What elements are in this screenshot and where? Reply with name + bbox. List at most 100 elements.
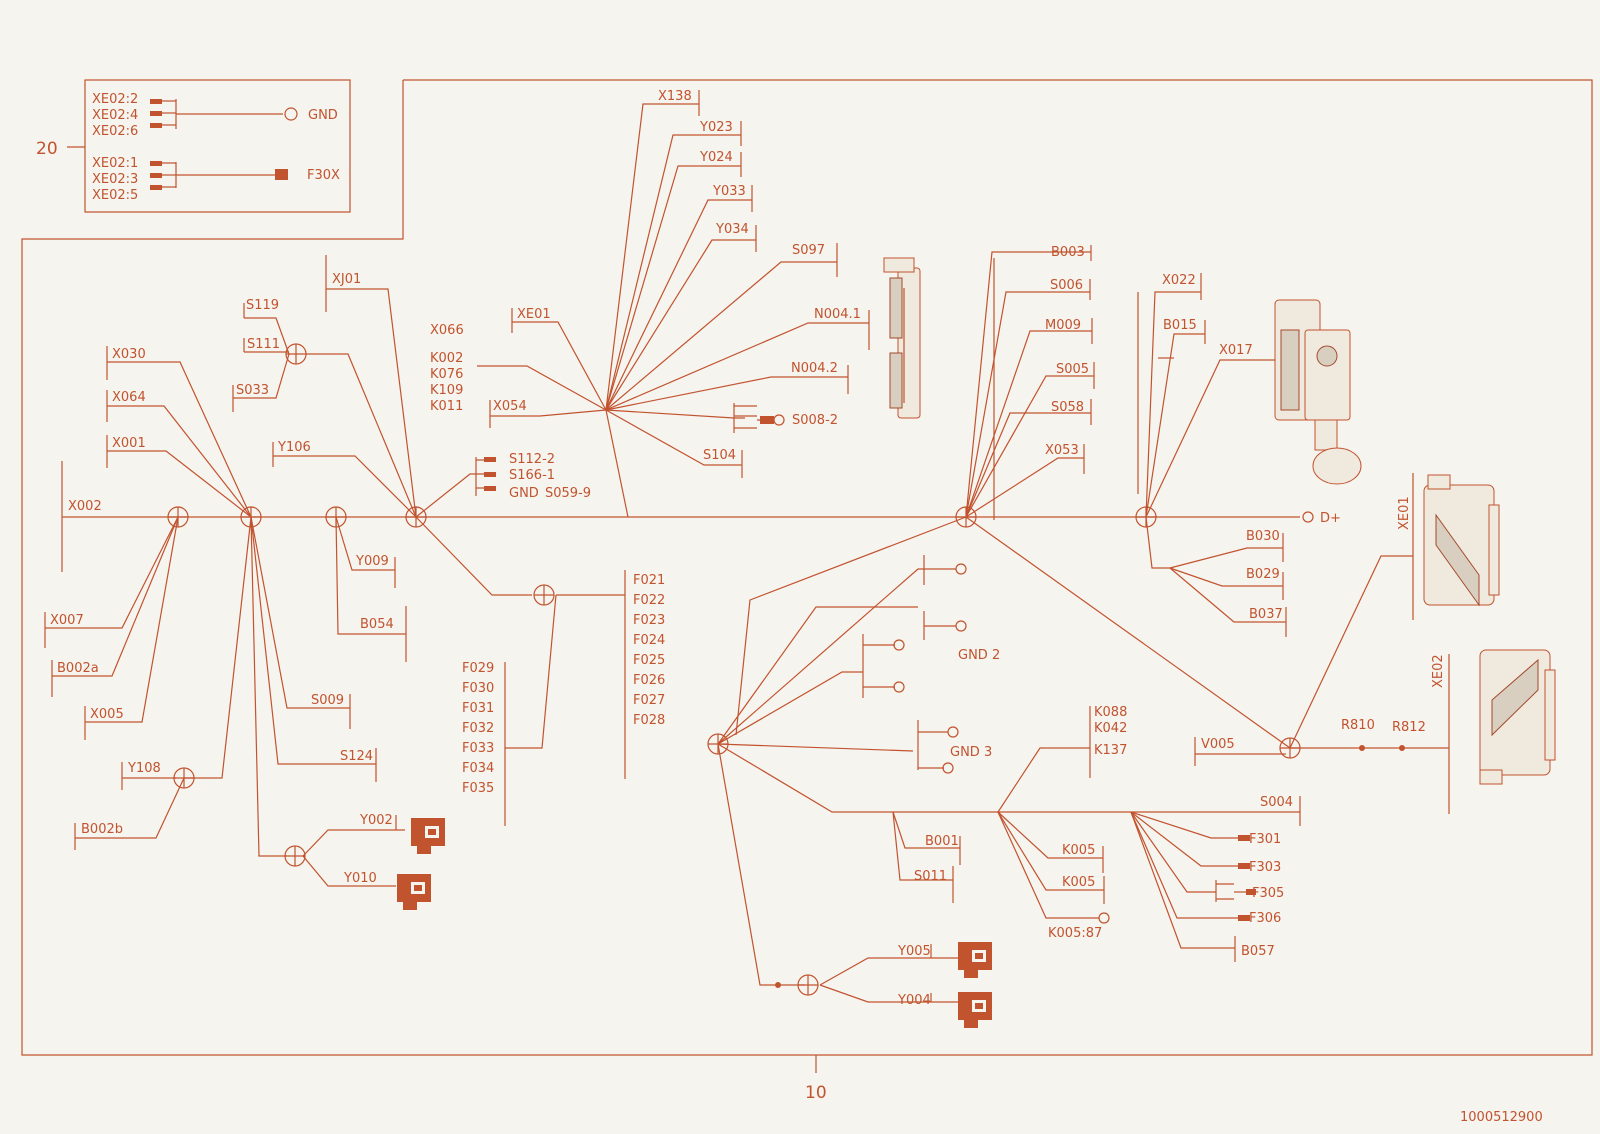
label-s111: S111: [247, 337, 280, 352]
label-y024: Y024: [699, 150, 733, 165]
label-n004-1: N004.1: [814, 307, 861, 322]
label-x001: X001: [112, 436, 146, 451]
label-r810: R810: [1341, 718, 1375, 733]
label-k042: K042: [1094, 721, 1127, 736]
frames: [21, 79, 1593, 1073]
label-x053: X053: [1045, 443, 1079, 458]
label-f026: F026: [633, 673, 665, 688]
label-y033: Y033: [712, 184, 746, 199]
label-gnd-2: GND 2: [958, 648, 1000, 663]
connector-xe02-icon: [1479, 649, 1556, 785]
label-b015: B015: [1163, 318, 1197, 333]
label-s124: S124: [340, 749, 373, 764]
label-f034: F034: [462, 761, 494, 776]
label-s033: S033: [236, 383, 269, 398]
label-s112-2: S112-2: [509, 452, 555, 467]
label-s004: S004: [1260, 795, 1293, 810]
label-s104: S104: [703, 448, 736, 463]
label-b030: B030: [1246, 529, 1280, 544]
label-y106: Y106: [277, 440, 311, 455]
label-xe01-connector: XE01: [1397, 496, 1412, 530]
component-labels: X138 Y023 Y024 Y033 Y034 S097 N004.1 N00…: [50, 89, 1446, 1008]
label-x002: X002: [68, 499, 102, 514]
harness-wires: [44, 90, 1450, 1003]
label-f025: F025: [633, 653, 665, 668]
label-s058: S058: [1051, 400, 1084, 415]
label-k076: K076: [430, 367, 463, 382]
label-x017: X017: [1219, 343, 1253, 358]
label-x005: X005: [90, 707, 124, 722]
main-callout: 10: [805, 1083, 827, 1103]
label-b037: B037: [1249, 607, 1283, 622]
inset-pin-label: XE02:1: [92, 156, 138, 171]
terminals: [484, 414, 1405, 924]
inset-pin-label: XE02:4: [92, 108, 138, 123]
label-f032: F032: [462, 721, 494, 736]
label-y034: Y034: [715, 222, 749, 237]
label-xe02-connector: XE02: [1431, 654, 1446, 688]
label-gnd: GND: [509, 486, 539, 501]
splice-nodes: [167, 343, 1301, 996]
label-f027: F027: [633, 693, 665, 708]
label-s011: S011: [914, 869, 947, 884]
label-f022: F022: [633, 593, 665, 608]
label-s119: S119: [246, 298, 279, 313]
label-f029: F029: [462, 661, 494, 676]
label-k005-87: K005:87: [1048, 926, 1102, 941]
label-r812: R812: [1392, 720, 1426, 735]
label-f306: F306: [1249, 911, 1281, 926]
inset-pin-label: XE02:5: [92, 188, 138, 203]
label-b001: B001: [925, 834, 959, 849]
label-x054: X054: [493, 399, 527, 414]
label-k005-b: K005: [1062, 875, 1095, 890]
label-y005: Y005: [897, 944, 931, 959]
inset-detail: [150, 99, 298, 190]
label-b054: B054: [360, 617, 394, 632]
label-s005: S005: [1056, 362, 1089, 377]
label-s097: S097: [792, 243, 825, 258]
label-f021: F021: [633, 573, 665, 588]
label-s059-9: S059-9: [545, 486, 591, 501]
connector-n004-icon: [883, 257, 921, 419]
label-k002: K002: [430, 351, 463, 366]
label-y004: Y004: [897, 993, 931, 1008]
label-s009: S009: [311, 693, 344, 708]
label-b002b: B002b: [81, 822, 123, 837]
label-m009: M009: [1045, 318, 1081, 333]
label-s166-1: S166-1: [509, 468, 555, 483]
inset-pin-label: XE02:2: [92, 92, 138, 107]
valve-y004-icon: [958, 992, 992, 1028]
label-b002a: B002a: [57, 661, 99, 676]
label-xj01: XJ01: [332, 272, 361, 287]
label-s008-2: S008-2: [792, 413, 838, 428]
label-xe01: XE01: [517, 307, 551, 322]
label-f024: F024: [633, 633, 665, 648]
label-f030: F030: [462, 681, 494, 696]
inset-f30x-label: F30X: [307, 168, 340, 183]
label-d-plus: D+: [1320, 511, 1341, 526]
label-gnd-3: GND 3: [950, 745, 992, 760]
connector-xe01-icon: [1423, 474, 1500, 607]
valve-y010-icon: [397, 874, 431, 910]
inset-gnd-label: GND: [308, 108, 338, 123]
label-f033: F033: [462, 741, 494, 756]
label-x066: X066: [430, 323, 464, 338]
inset-pin-label: XE02:6: [92, 124, 138, 139]
label-y023: Y023: [699, 120, 733, 135]
label-f031: F031: [462, 701, 494, 716]
label-y010: Y010: [343, 871, 377, 886]
valve-y002-icon: [411, 818, 445, 854]
label-s006: S006: [1050, 278, 1083, 293]
label-x022: X022: [1162, 273, 1196, 288]
label-f301: F301: [1249, 832, 1281, 847]
label-b057: B057: [1241, 944, 1275, 959]
label-y108: Y108: [127, 761, 161, 776]
document-number: 1000512900: [1460, 1110, 1543, 1125]
label-x138: X138: [658, 89, 692, 104]
valve-icons: [397, 818, 992, 1028]
inset-callout: 20: [36, 139, 58, 159]
label-n004-2: N004.2: [791, 361, 838, 376]
label-x007: X007: [50, 613, 84, 628]
inset-pin-label: XE02:3: [92, 172, 138, 187]
label-k005-a: K005: [1062, 843, 1095, 858]
